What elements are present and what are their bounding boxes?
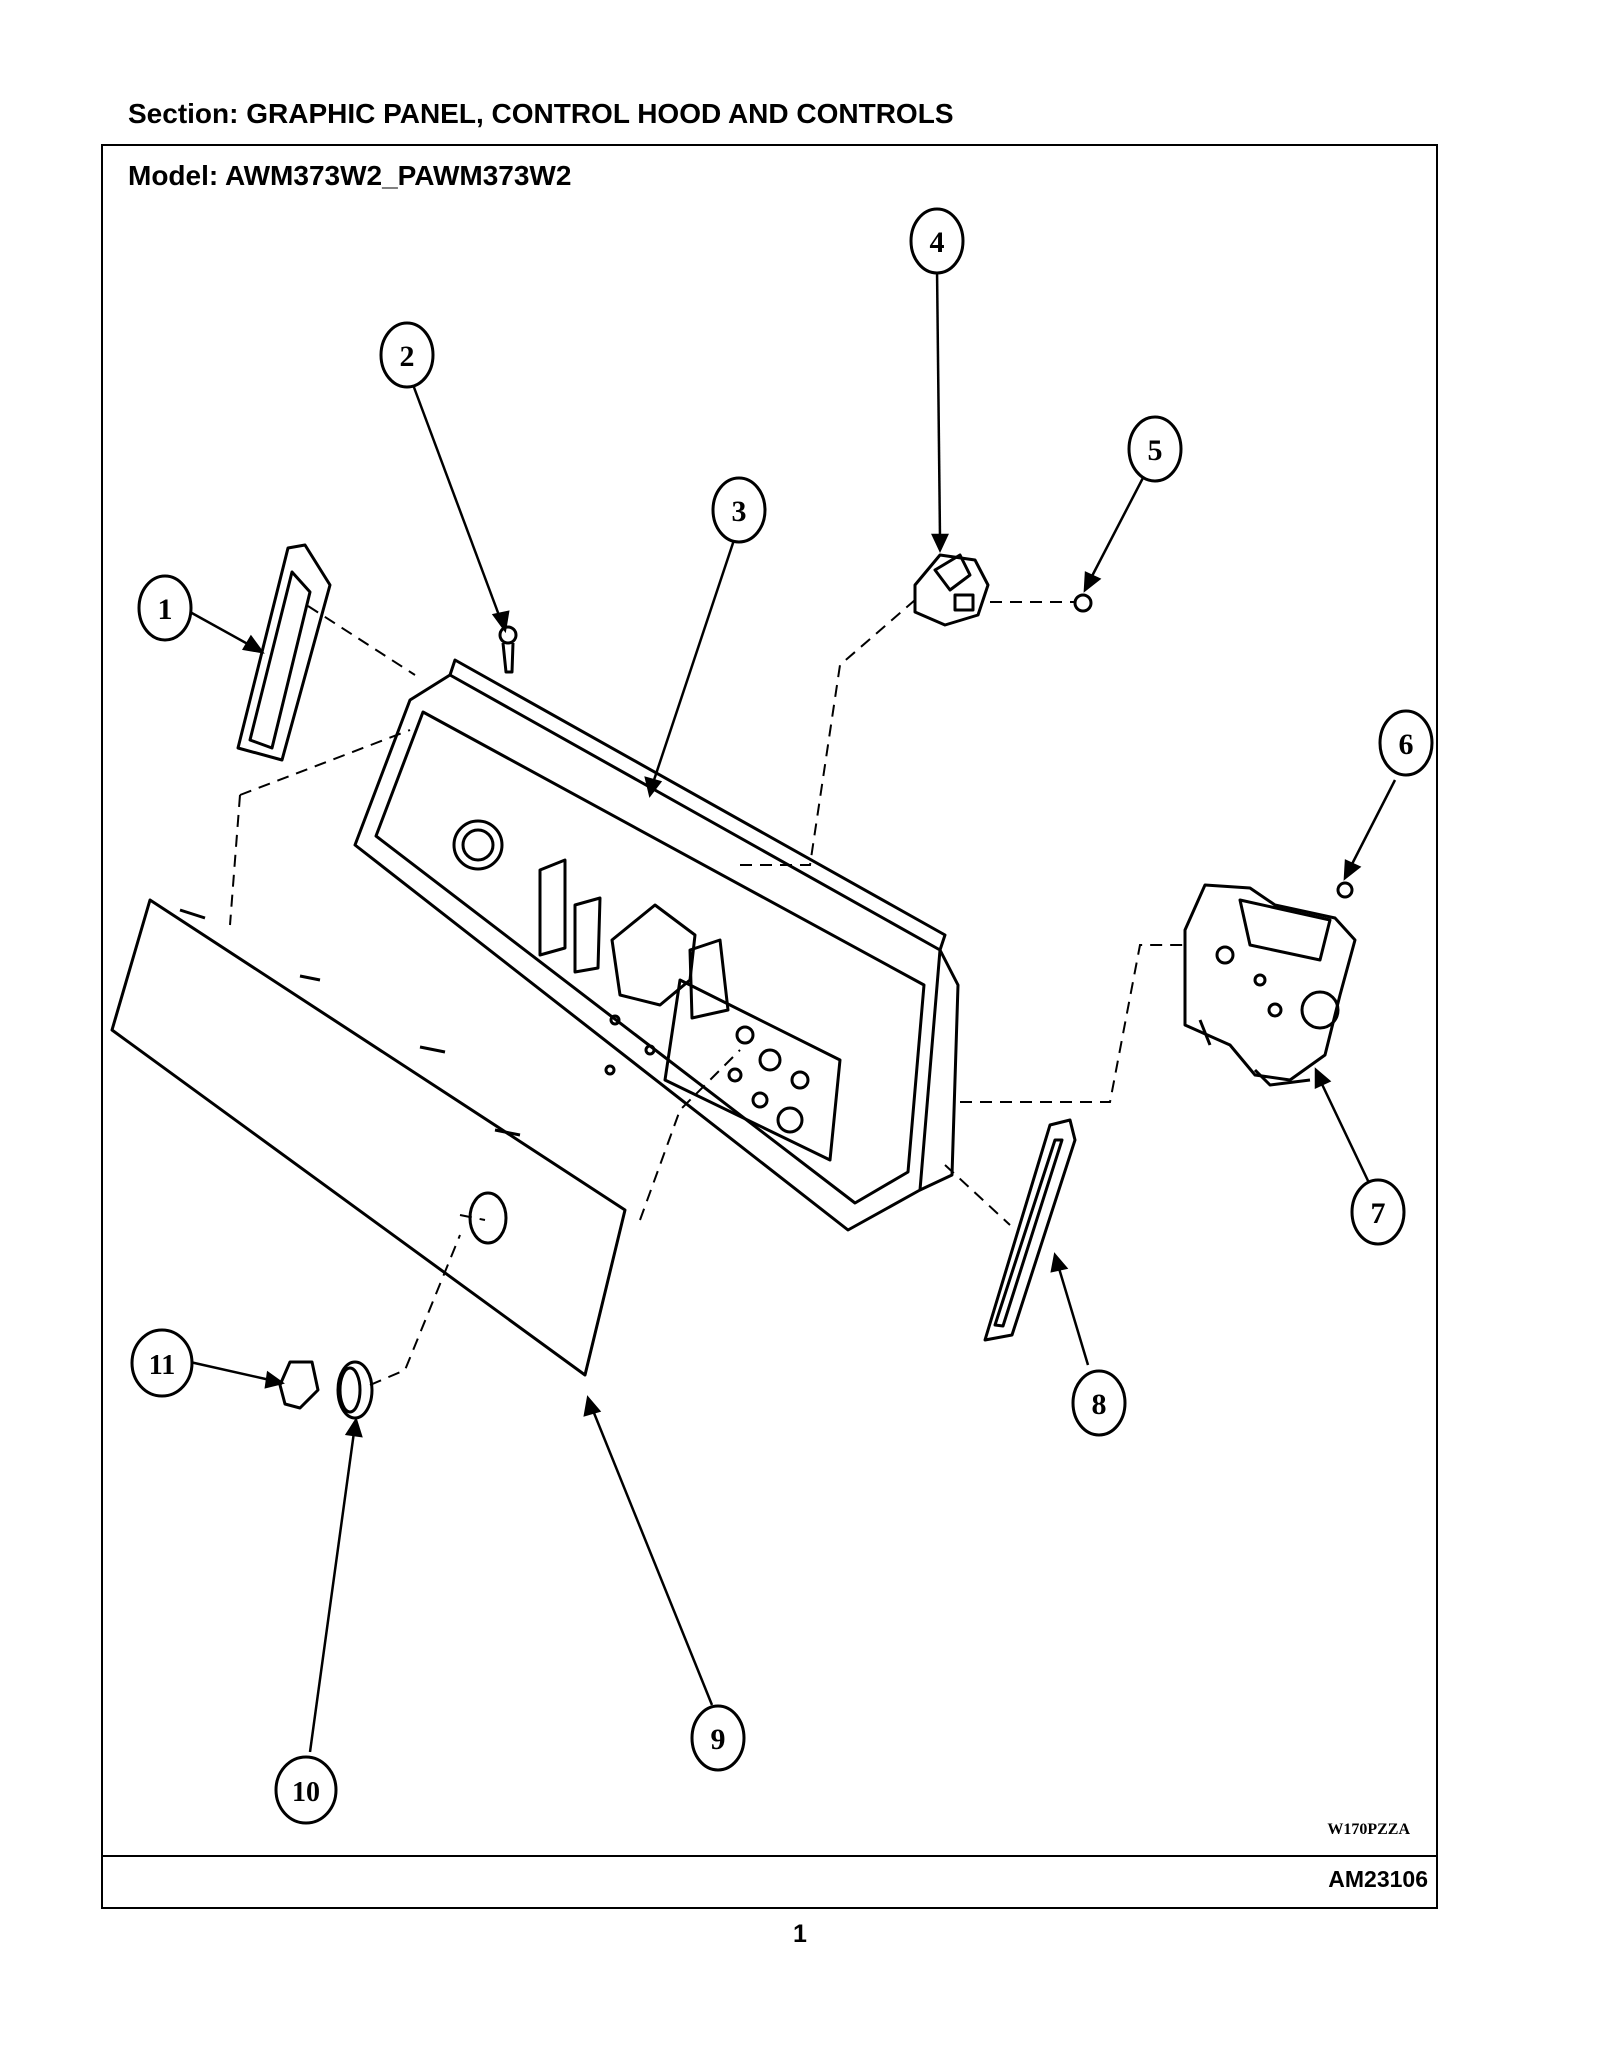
screw-5-part xyxy=(1073,593,1093,613)
switch-part xyxy=(913,553,990,627)
diagram-frame xyxy=(101,144,1438,1909)
leader-lines xyxy=(189,267,1397,1753)
callout-label-7: 7 xyxy=(1371,1197,1386,1230)
drawing-code: W170PZZA xyxy=(1327,1821,1410,1838)
screw-6-part xyxy=(1336,881,1354,899)
callout-circle-2 xyxy=(379,321,435,389)
callout-label-9: 9 xyxy=(711,1723,726,1756)
callout-label-2: 2 xyxy=(400,340,415,373)
callout-circle-8 xyxy=(1071,1369,1127,1437)
callout-circle-10 xyxy=(274,1755,338,1825)
callout-circle-6 xyxy=(1378,709,1434,777)
footer-divider xyxy=(101,1855,1438,1857)
callout-label-5: 5 xyxy=(1148,434,1163,467)
callout-circle-5 xyxy=(1127,415,1183,483)
model-title: Model: AWM373W2_PAWM373W2 xyxy=(128,160,572,191)
callout-circle-9 xyxy=(690,1704,746,1772)
callout-circles xyxy=(130,207,1434,1825)
page-number: 1 xyxy=(793,1920,807,1948)
left-end-cap-part xyxy=(236,543,332,762)
control-hood-part xyxy=(353,658,960,1232)
callout-circle-11 xyxy=(130,1328,194,1398)
callout-label-3: 3 xyxy=(732,495,747,528)
graphic-panel-part xyxy=(110,898,627,1377)
document-id: AM23106 xyxy=(1328,1866,1428,1892)
timer-part xyxy=(1183,883,1357,1087)
callout-label-8: 8 xyxy=(1092,1388,1107,1421)
assembly-lines xyxy=(229,599,1185,1386)
callout-circle-3 xyxy=(711,476,767,544)
callout-circle-7 xyxy=(1350,1178,1406,1246)
callout-label-4: 4 xyxy=(930,226,945,259)
knob-insert-part xyxy=(278,1360,320,1410)
screw-2-part xyxy=(498,625,518,674)
right-end-cap-part xyxy=(983,1118,1077,1342)
callout-label-10: 10 xyxy=(292,1777,320,1808)
callout-label-6: 6 xyxy=(1399,728,1414,761)
knob-part xyxy=(336,1360,374,1420)
callout-label-1: 1 xyxy=(158,593,173,626)
callout-circle-1 xyxy=(137,574,193,642)
section-title: Section: GRAPHIC PANEL, CONTROL HOOD AND… xyxy=(128,98,954,129)
callout-label-11: 11 xyxy=(149,1350,175,1381)
callout-circle-4 xyxy=(909,207,965,275)
